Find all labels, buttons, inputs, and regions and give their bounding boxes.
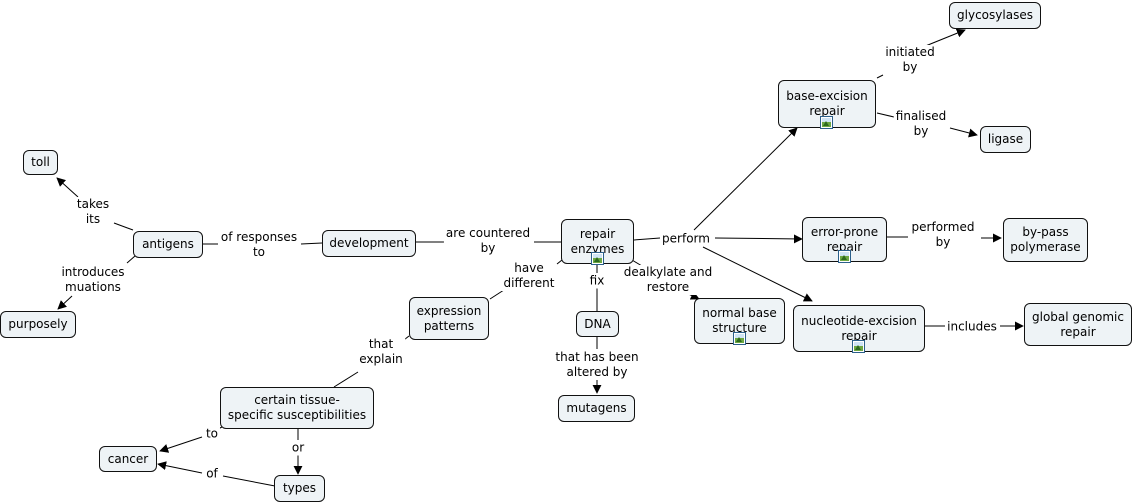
link-finalised-by: finalised by xyxy=(893,109,949,139)
edge-perform-errorprone xyxy=(714,234,803,244)
link-that-has-been-altered-by: that has been altered by xyxy=(553,350,641,380)
node-certain-tissue-label: certain tissue- specific susceptibilitie… xyxy=(227,393,367,422)
link-of-responses-to: of responses to xyxy=(218,230,300,260)
node-development[interactable]: development xyxy=(322,230,416,257)
edge-to-cancer xyxy=(159,436,203,453)
node-ligase[interactable]: ligase xyxy=(980,126,1031,153)
link-have-different: have different xyxy=(501,261,557,291)
link-dealkylate-and-restore: dealkylate and restore xyxy=(621,265,715,295)
node-cancer-label: cancer xyxy=(107,451,149,466)
edge-antigens-introduces xyxy=(126,255,136,264)
node-error-prone-repair-label: error-prone repair xyxy=(810,224,879,254)
link-of: of xyxy=(204,466,220,482)
node-dna[interactable]: DNA xyxy=(576,311,619,337)
node-global-genomic-repair-label: global genomic repair xyxy=(1032,309,1124,339)
link-includes: includes xyxy=(945,319,999,335)
node-purposely-label: purposely xyxy=(8,317,68,331)
image-resource-icon[interactable] xyxy=(852,340,865,353)
edge-baseexcision-finalised xyxy=(876,112,895,118)
node-mutagens[interactable]: mutagens xyxy=(558,395,635,422)
node-base-excision-repair-label: base-excision repair xyxy=(786,89,868,118)
image-resource-icon[interactable] xyxy=(820,116,833,129)
edge-initiated-glycosylases xyxy=(922,28,966,48)
node-normal-base-structure-label: normal base structure xyxy=(702,306,777,335)
edge-antigens-takes xyxy=(113,222,134,231)
node-glycosylases-label: glycosylases xyxy=(957,8,1033,22)
edge-baseexcision-initiated xyxy=(876,74,884,79)
edge-perform-nucleotide xyxy=(702,246,813,302)
link-are-countered-by: are countered by xyxy=(443,226,533,256)
image-resource-icon[interactable] xyxy=(837,250,851,263)
node-base-excision-repair[interactable]: base-excision repair xyxy=(778,80,876,129)
link-perform: perform xyxy=(660,231,712,247)
link-performed-by: performed by xyxy=(909,220,977,250)
node-glycosylases[interactable]: glycosylases xyxy=(949,2,1041,29)
link-initiated-by: initiated by xyxy=(883,45,937,75)
node-expression-patterns[interactable]: expression patterns xyxy=(409,297,489,340)
node-antigens[interactable]: antigens xyxy=(133,231,203,258)
node-ligase-label: ligase xyxy=(987,132,1024,146)
edge-types-of xyxy=(222,475,276,487)
link-or: or xyxy=(289,440,307,456)
edge-of-cancer xyxy=(157,461,203,474)
edge-takes-toll xyxy=(56,177,79,198)
edge-finalised-ligase xyxy=(949,127,978,138)
node-expression-patterns-label: expression patterns xyxy=(416,303,482,333)
node-mutagens-label: mutagens xyxy=(566,401,627,415)
node-repair-enzymes[interactable]: repair enzymes xyxy=(561,219,634,265)
node-purposely[interactable]: purposely xyxy=(0,311,76,338)
node-dna-label: DNA xyxy=(584,316,611,331)
node-toll-label: toll xyxy=(31,155,50,169)
edge-ofresponses-development xyxy=(300,242,323,245)
link-that-explain: that explain xyxy=(357,337,405,367)
link-fix: fix xyxy=(587,273,607,289)
image-resource-icon[interactable] xyxy=(590,252,604,265)
node-global-genomic-repair[interactable]: global genomic repair xyxy=(1024,303,1132,346)
link-takes-its: takes its xyxy=(74,197,112,227)
edge-introduces-purposely xyxy=(57,295,73,310)
node-nucleotide-excision-repair-label: nucleotide-excision repair xyxy=(801,313,917,343)
node-types[interactable]: types xyxy=(274,475,325,502)
image-resource-icon[interactable] xyxy=(732,332,746,345)
node-nucleotide-excision-repair[interactable]: nucleotide-excision repair xyxy=(793,305,925,353)
node-antigens-label: antigens xyxy=(142,237,194,251)
node-cancer[interactable]: cancer xyxy=(99,446,157,472)
link-to: to xyxy=(203,426,221,442)
edge-repair-perform xyxy=(633,237,661,241)
node-toll[interactable]: toll xyxy=(23,150,58,175)
edge-explain-tissue xyxy=(333,371,359,388)
node-development-label: development xyxy=(329,236,409,250)
node-normal-base-structure[interactable]: normal base structure xyxy=(694,298,785,345)
node-types-label: types xyxy=(282,481,317,495)
link-introduces-muations: introduces muations xyxy=(59,265,127,295)
node-bypass-polymerase-label: by-pass polymerase xyxy=(1010,225,1081,254)
node-certain-tissue[interactable]: certain tissue- specific susceptibilitie… xyxy=(220,387,374,429)
edge-perform-baseexcision xyxy=(693,127,798,231)
node-error-prone-repair[interactable]: error-prone repair xyxy=(802,217,887,263)
node-repair-enzymes-label: repair enzymes xyxy=(570,226,625,256)
node-bypass-polymerase[interactable]: by-pass polymerase xyxy=(1003,218,1088,262)
